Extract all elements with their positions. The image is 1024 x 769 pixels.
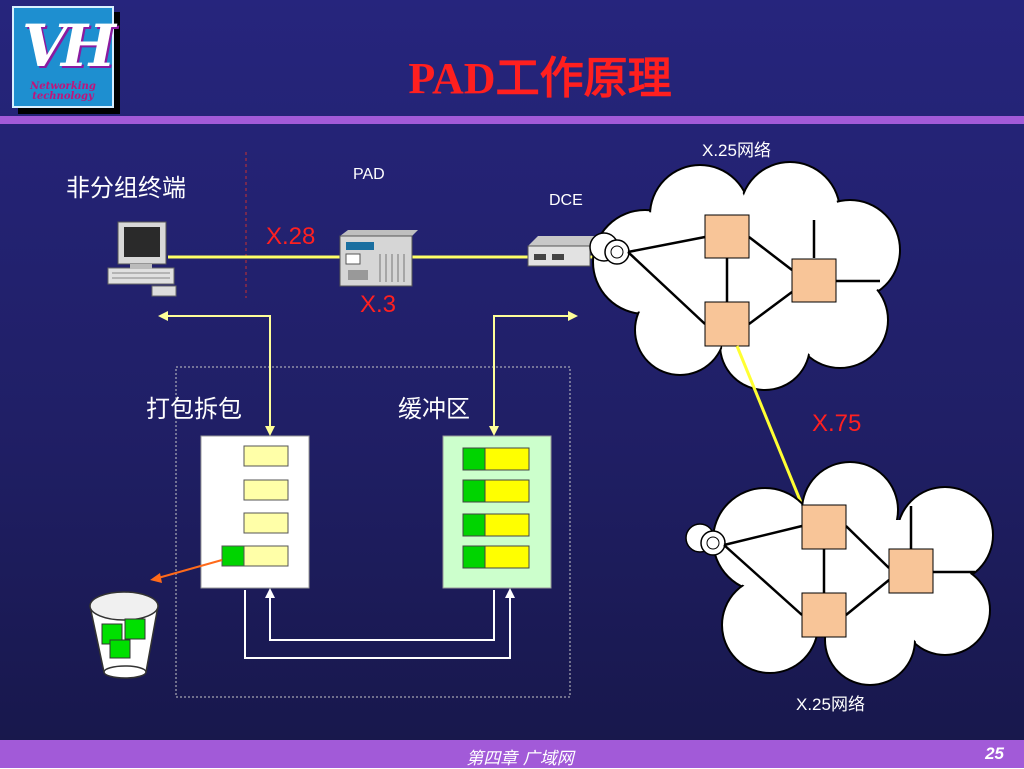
pad-device-icon — [339, 230, 418, 287]
slide-title: PAD工作原理 — [408, 54, 672, 103]
x75-label: X.75 — [812, 410, 862, 437]
switch-node — [704, 214, 750, 259]
trash-bin-icon — [89, 591, 159, 679]
pack-slots — [243, 445, 289, 567]
flow-arrowheads — [158, 311, 578, 436]
discard-arrow — [157, 559, 223, 579]
x25-network-bottom — [685, 461, 994, 686]
terminal-label: 非分组终端 — [66, 174, 186, 202]
flow-arrows — [166, 315, 570, 428]
discard-arrowhead — [150, 573, 162, 583]
pack-unpack-label: 打包拆包 — [146, 395, 242, 423]
dce-label: DCE — [549, 192, 583, 209]
x25-top-label: X.25网络 — [702, 141, 771, 160]
logo-line1: Networking — [30, 81, 96, 92]
switch-node — [801, 592, 847, 638]
logo-mark: VH — [22, 12, 116, 80]
buffer-packets — [462, 447, 530, 569]
pad-label: PAD — [353, 166, 385, 183]
x3-label: X.3 — [360, 291, 397, 318]
footer-chapter: 第四章 广域网 — [466, 749, 574, 769]
loop-arrows — [244, 590, 511, 659]
x25-bottom-label: X.25网络 — [796, 695, 865, 714]
switch-node — [704, 301, 750, 347]
computer-icon — [107, 221, 177, 297]
page-number: 25 — [985, 744, 1004, 763]
title-divider — [0, 116, 1024, 124]
dce-device-icon — [527, 236, 600, 267]
x75-link — [735, 345, 804, 506]
logo-line2: technology — [32, 91, 94, 102]
buffer-label: 缓冲区 — [398, 395, 470, 423]
packet-header — [221, 545, 245, 567]
x25-network-top — [589, 161, 901, 391]
switch-node — [801, 504, 847, 550]
pad-internal-box — [175, 366, 571, 698]
loop-arrowheads — [265, 588, 515, 598]
switch-node — [791, 258, 837, 303]
logo: VH Networking technology — [12, 6, 116, 108]
x28-label: X.28 — [266, 223, 316, 250]
footer-bar — [0, 740, 1024, 768]
switch-node — [888, 548, 934, 594]
